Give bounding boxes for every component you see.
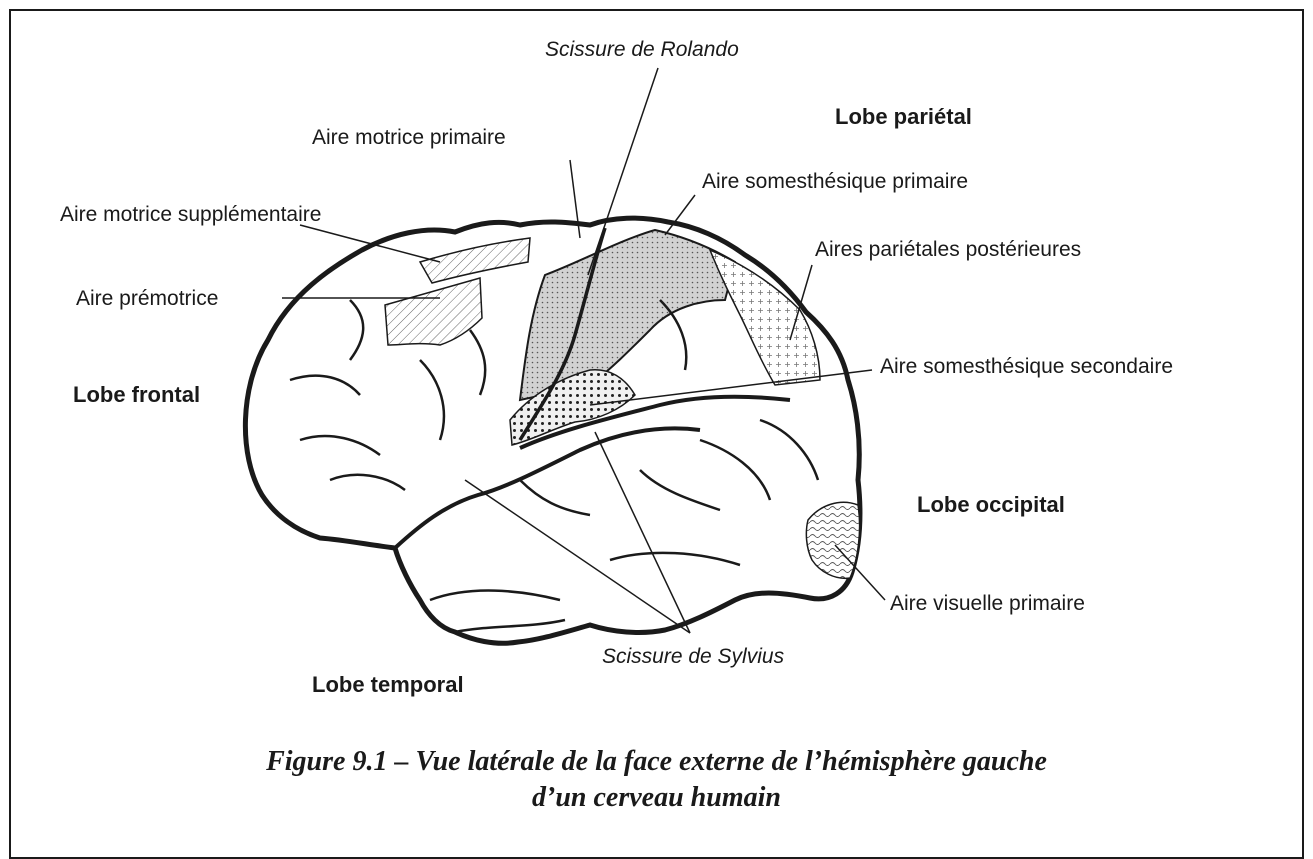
label-lobe-occipital: Lobe occipital [917,492,1065,518]
label-aires-parietales-posterieures: Aires pariétales postérieures [815,238,1081,262]
label-aire-motrice-supplementaire: Aire motrice supplémentaire [60,203,321,227]
label-scissure-rolando: Scissure de Rolando [545,38,739,62]
label-aire-somesthesique-primaire: Aire somesthésique primaire [702,170,968,194]
label-aire-visuelle-primaire: Aire visuelle primaire [890,592,1085,616]
label-lobe-parietal: Lobe pariétal [835,104,972,130]
label-scissure-sylvius: Scissure de Sylvius [602,645,784,669]
figure-caption-line2: d’un cerveau humain [0,782,1313,814]
label-aire-premotrice: Aire prémotrice [76,287,218,311]
figure-caption-line1: Figure 9.1 – Vue latérale de la face ext… [0,746,1313,778]
label-aire-motrice-primaire: Aire motrice primaire [312,126,506,150]
label-lobe-frontal: Lobe frontal [73,382,200,408]
label-lobe-temporal: Lobe temporal [312,672,464,698]
label-aire-somesthesique-secondaire: Aire somesthésique secondaire [880,355,1173,379]
